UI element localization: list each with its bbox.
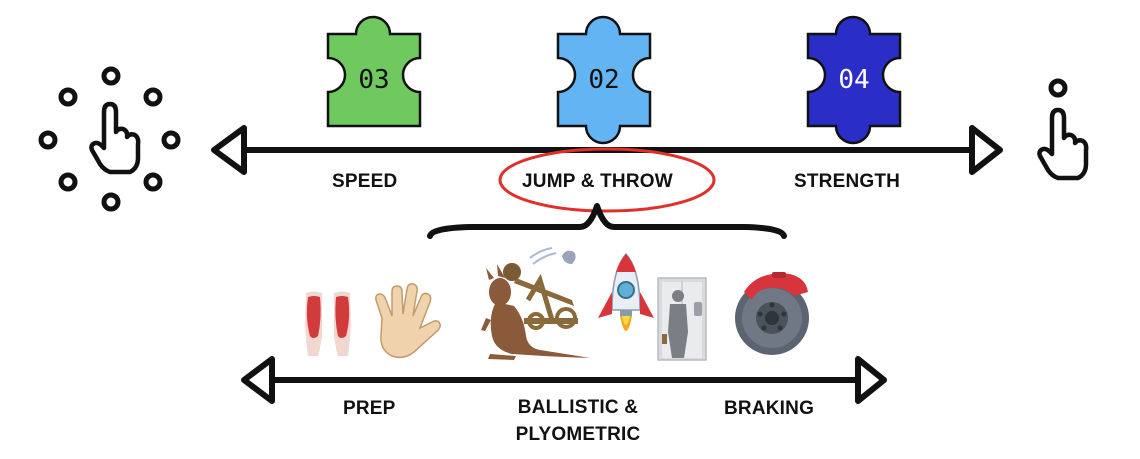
multi-tap-hand-icon	[38, 66, 181, 212]
ballistic-plyometric-label: BALLISTIC & PLYOMETRIC	[505, 394, 651, 448]
puzzle-piece-04: 04	[806, 15, 902, 145]
strength-label: STRENGTH	[794, 171, 901, 192]
rocket-icon	[598, 252, 654, 331]
leg-muscles-icon	[305, 291, 351, 356]
puzzle-number-04: 04	[838, 65, 869, 95]
ballistic-label-line1: BALLISTIC &	[517, 397, 639, 418]
kangaroo-icon	[481, 264, 590, 360]
single-tap-hand-icon	[1037, 78, 1089, 181]
puzzle-number-02: 02	[588, 65, 619, 95]
braking-label: BRAKING	[724, 398, 815, 419]
puzzle-piece-02-shape	[556, 15, 652, 145]
highlight-ellipse	[498, 147, 716, 213]
ballistic-label-line2: PLYOMETRIC	[515, 424, 641, 445]
puzzle-piece-02: 02	[556, 15, 652, 145]
puzzle-piece-03: 03	[326, 15, 422, 128]
jump-throw-label: JUMP & THROW	[522, 171, 673, 192]
prep-label: PREP	[343, 398, 396, 419]
speed-label: SPEED	[332, 171, 398, 192]
bottom-double-arrow	[241, 356, 887, 404]
catapult-icon	[503, 247, 578, 330]
puzzle-piece-04-shape	[806, 15, 902, 145]
puzzle-piece-03-shape	[326, 15, 422, 128]
open-hand-icon	[375, 283, 441, 359]
puzzle-number-03: 03	[358, 65, 389, 95]
curly-brace	[427, 203, 787, 239]
brake-disc-icon	[735, 272, 809, 355]
elevator-icon	[657, 277, 707, 361]
